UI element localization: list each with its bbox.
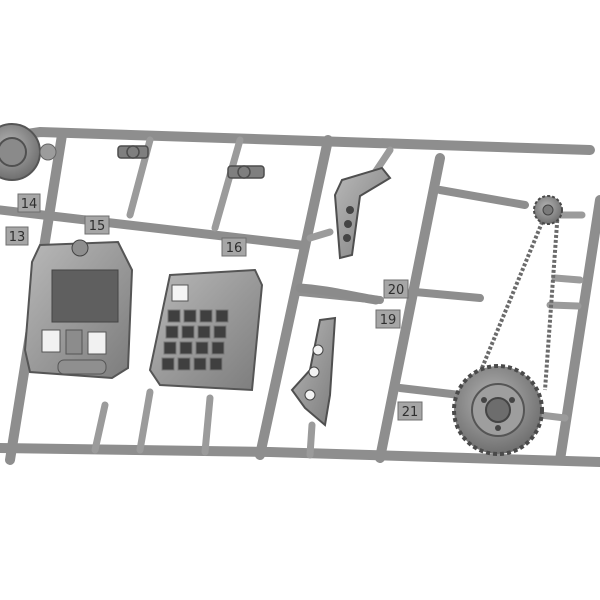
part-tag-20: 20 — [383, 279, 409, 299]
rear-sprocket-part — [452, 364, 544, 456]
partial-cog-part — [0, 123, 57, 181]
svg-text:19: 19 — [380, 313, 397, 328]
svg-text:13: 13 — [9, 230, 26, 245]
bracket-part-lower — [290, 316, 337, 427]
drive-chain-part — [473, 207, 560, 391]
svg-text:21: 21 — [402, 405, 419, 420]
part-tag-19: 19 — [375, 309, 401, 329]
part-tag-14: 14 — [17, 193, 41, 213]
small-fitting-part — [117, 145, 265, 179]
part-number-tags: 14 13 15 16 19 20 21 — [5, 193, 423, 421]
rod-part — [295, 283, 381, 305]
sprue-frame — [0, 126, 600, 467]
svg-text:14: 14 — [21, 197, 38, 212]
bracket-part-upper — [333, 166, 392, 260]
front-sprocket-part — [533, 195, 563, 225]
part-tag-16: 16 — [221, 237, 247, 257]
svg-text:15: 15 — [89, 219, 106, 234]
housing-part-15 — [23, 239, 134, 380]
part-tag-21: 21 — [397, 401, 423, 421]
part-tag-13: 13 — [5, 226, 29, 246]
svg-text:16: 16 — [226, 241, 243, 256]
grid-housing-part-16 — [148, 268, 264, 392]
svg-text:20: 20 — [388, 283, 405, 298]
part-tag-15: 15 — [84, 215, 110, 235]
